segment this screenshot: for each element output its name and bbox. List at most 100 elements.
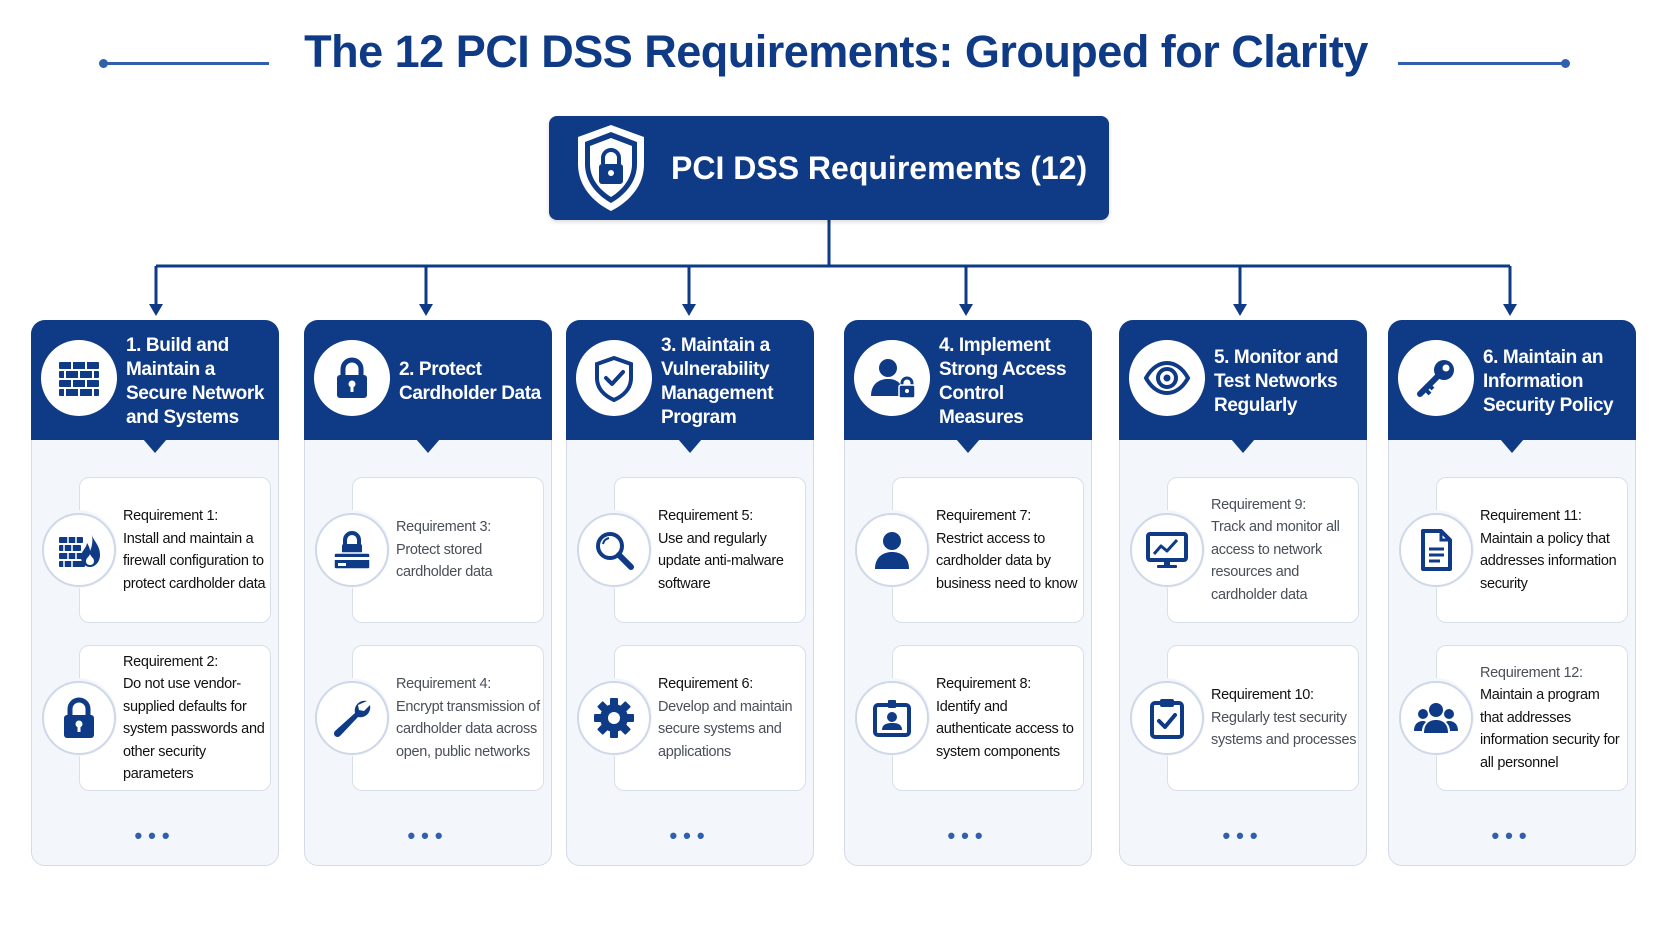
key-icon <box>1417 360 1454 397</box>
header: The 12 PCI DSS Requirements: Grouped for… <box>0 22 1672 82</box>
requirement-3: Requirement 3: Protect stored cardholder … <box>312 477 544 623</box>
more-dots: ••• <box>947 823 989 848</box>
requirement-text: Requirement 10: Regularly test security s… <box>1211 645 1357 791</box>
column-header: 3. Maintain a Vulnerability Management P… <box>566 320 814 453</box>
requirement-title: Requirement 12: <box>1480 664 1583 681</box>
requirement-text: Requirement 12: Maintain a program that a… <box>1480 645 1626 791</box>
column-icon-badge <box>1129 340 1205 416</box>
requirement-text: Requirement 11:Maintain a policy that ad… <box>1480 477 1626 623</box>
column-header: 1. Build and Maintain a Secure Network a… <box>31 320 279 453</box>
more-dots: ••• <box>134 823 176 848</box>
locked-card-icon <box>333 531 371 570</box>
requirement-1: Requirement 1: Install and maintain a fir… <box>39 477 271 623</box>
column-title: 2. Protect Cardholder Data <box>399 359 541 404</box>
requirement-description: Protect stored cardholder data <box>396 541 493 581</box>
requirement-title: Requirement 4: <box>396 676 491 692</box>
column-header: 5. Monitor and Test Networks Regularly <box>1119 320 1367 453</box>
column-icon-badge <box>41 340 117 416</box>
gear-icon <box>594 698 634 738</box>
requirement-title: Requirement 7: <box>936 508 1031 524</box>
requirement-description: Use and regularly update anti-malware so… <box>658 530 784 592</box>
shield-check-icon <box>595 355 633 402</box>
requirement-title: Requirement 10: <box>1211 687 1314 704</box>
column-pointer <box>143 439 167 453</box>
requirement-text: Requirement 9: Track and monitor all acce… <box>1211 477 1357 623</box>
requirement-text: Requirement 5: Use and regularly update a… <box>658 477 804 623</box>
category-column-5: 5. Monitor and Test Networks Regularly R… <box>1119 320 1367 866</box>
header-decoration-right <box>1398 59 1570 68</box>
requirement-description: Identify and authenticate access to syst… <box>936 698 1074 760</box>
column-title: 1. Build and Maintain a Secure Network a… <box>126 335 265 428</box>
requirement-icon-circle <box>315 681 389 755</box>
column-title: 4. Implement Strong Access Control Measu… <box>939 335 1067 428</box>
requirement-description: Do not use vendor-supplied defaults for … <box>123 676 265 782</box>
column-pointer <box>416 439 440 453</box>
requirement-text: Requirement 8: Identify and authenticate … <box>936 645 1082 791</box>
column-title: 3. Maintain a Vulnerability Management P… <box>661 335 774 428</box>
more-dots: ••• <box>407 823 449 848</box>
padlock-icon <box>337 357 367 398</box>
magnifier-icon <box>596 532 634 570</box>
column-pointer <box>678 439 702 453</box>
root-label: PCI DSS Requirements (12) <box>671 149 1088 186</box>
column-icon-badge <box>314 340 390 416</box>
requirement-text: Requirement 6:Develop and maintain secur… <box>658 645 804 791</box>
requirement-icon-circle <box>577 681 651 755</box>
clipboard-check-icon <box>1150 699 1184 739</box>
requirement-title: Requirement 3: <box>396 519 491 536</box>
requirement-icon-circle <box>42 681 116 755</box>
requirement-title: Requirement 9: <box>1211 496 1306 513</box>
requirement-title: Requirement 6: <box>658 676 753 692</box>
requirement-description: Maintain a program that addresses inform… <box>1480 687 1620 771</box>
requirement-icon-circle <box>1399 513 1473 587</box>
padlock-icon <box>64 697 94 738</box>
column-pointer <box>1231 439 1255 453</box>
id-badge-icon <box>873 700 911 737</box>
category-column-3: 3. Maintain a Vulnerability Management P… <box>566 320 814 866</box>
wrench-icon <box>333 700 371 738</box>
requirement-icon-circle <box>577 513 651 587</box>
requirement-title: Requirement 1: <box>123 508 218 524</box>
column-header: 6. Maintain an Information Security Poli… <box>1388 320 1636 453</box>
monitor-chart-icon <box>1146 532 1188 568</box>
requirement-6: Requirement 6:Develop and maintain secur… <box>574 645 806 791</box>
requirement-title: Requirement 5: <box>658 508 753 524</box>
people-icon <box>1414 703 1458 733</box>
requirement-icon-circle <box>855 513 929 587</box>
firewall-flame-icon <box>59 535 100 567</box>
requirement-description: Track and monitor all access to network … <box>1211 519 1340 603</box>
requirement-11: Requirement 11:Maintain a policy that ad… <box>1396 477 1628 623</box>
requirement-text: Requirement 2: Do not use vendor-supplied… <box>123 645 269 791</box>
user-icon <box>875 532 909 569</box>
requirement-2: Requirement 2: Do not use vendor-supplied… <box>39 645 271 791</box>
document-icon <box>1421 529 1452 571</box>
column-title: 5. Monitor and Test Networks Regularly <box>1214 347 1339 416</box>
column-icon-badge <box>1398 340 1474 416</box>
requirement-9: Requirement 9: Track and monitor all acce… <box>1127 477 1359 623</box>
category-column-2: 2. Protect Cardholder Data Requirement 3… <box>304 320 552 866</box>
column-pointer <box>1500 439 1524 453</box>
user-lock-icon <box>871 359 916 399</box>
requirement-icon-circle <box>42 513 116 587</box>
requirement-description: Install and maintain a firewall configur… <box>123 530 266 592</box>
column-header: 4. Implement Strong Access Control Measu… <box>844 320 1092 453</box>
requirement-title: Requirement 2: <box>123 653 218 670</box>
requirement-icon-circle <box>1399 681 1473 755</box>
page-title: The 12 PCI DSS Requirements: Grouped for… <box>304 26 1368 77</box>
category-column-4: 4. Implement Strong Access Control Measu… <box>844 320 1092 866</box>
shield-lock-icon <box>578 125 644 211</box>
requirement-title: Requirement 8: <box>936 676 1031 692</box>
requirement-text: Requirement 3: Protect stored cardholder … <box>396 477 542 623</box>
requirement-text: Requirement 7:Restrict access to cardhol… <box>936 477 1082 623</box>
requirement-12: Requirement 12: Maintain a program that a… <box>1396 645 1628 791</box>
more-dots: ••• <box>1491 823 1533 848</box>
requirement-10: Requirement 10: Regularly test security s… <box>1127 645 1359 791</box>
requirement-icon-circle <box>1130 513 1204 587</box>
more-dots: ••• <box>669 823 711 848</box>
more-dots: ••• <box>1222 823 1264 848</box>
requirement-description: Encrypt transmission of cardholder data … <box>396 698 540 760</box>
column-icon-badge <box>576 340 652 416</box>
requirement-text: Requirement 4: Encrypt transmission of ca… <box>396 645 542 791</box>
requirement-description: Regularly test security systems and proc… <box>1211 709 1357 749</box>
requirement-7: Requirement 7:Restrict access to cardhol… <box>852 477 1084 623</box>
